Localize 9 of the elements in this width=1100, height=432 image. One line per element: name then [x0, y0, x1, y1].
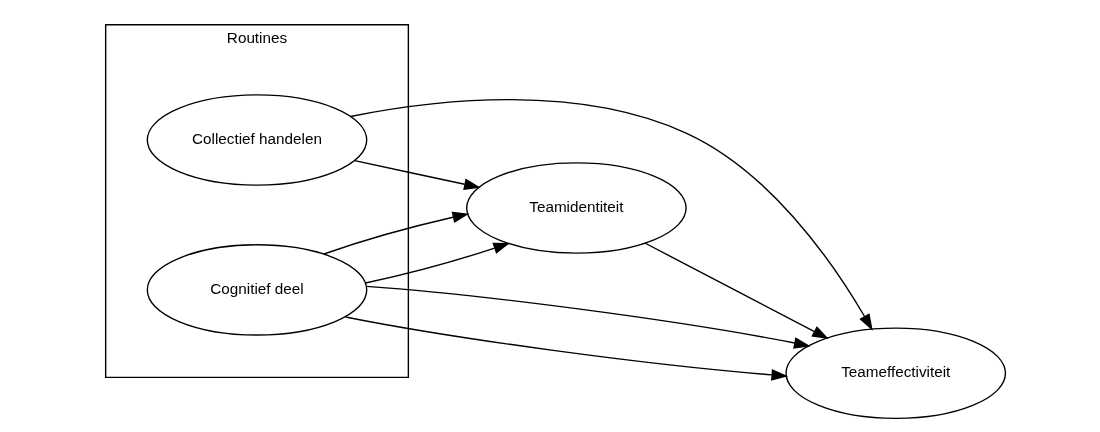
arrow [364, 242, 511, 284]
node-ellipse: Collectief handelen [146, 94, 368, 186]
arrow [365, 285, 811, 349]
arrow [349, 98, 873, 331]
node-ellipse: Cognitief deel [146, 244, 368, 336]
arrow [323, 211, 470, 255]
arrow [344, 316, 789, 381]
arrow [354, 159, 481, 190]
arrow [644, 242, 829, 340]
